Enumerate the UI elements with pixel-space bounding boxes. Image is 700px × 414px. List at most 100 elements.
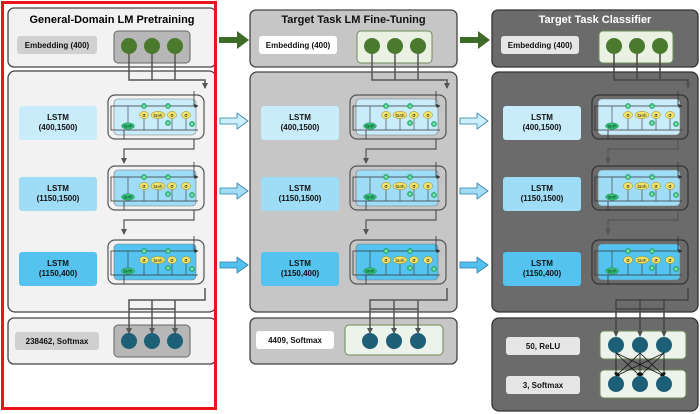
svg-text:tanh: tanh: [153, 258, 163, 263]
svg-text:×: ×: [432, 267, 435, 272]
svg-text:×: ×: [384, 249, 387, 254]
pretraining-highlight-frame: [1, 1, 217, 410]
svg-text:tanh: tanh: [637, 258, 647, 263]
svg-text:σ: σ: [426, 258, 430, 264]
svg-text:tanh: tanh: [123, 195, 133, 200]
svg-text:σ: σ: [384, 184, 388, 190]
svg-text:+: +: [650, 249, 653, 254]
svg-text:σ: σ: [412, 258, 416, 264]
svg-text:tanh: tanh: [365, 269, 375, 274]
svg-text:×: ×: [166, 266, 169, 271]
col3-lstm-label-2: LSTM (1150,1500): [520, 184, 564, 203]
col3-hidden-nodes: [608, 337, 672, 353]
svg-text:+: +: [650, 104, 653, 109]
col1-lstm-label-1: LSTM (400,1500): [38, 113, 78, 132]
svg-text:σ: σ: [626, 258, 630, 264]
svg-text:×: ×: [142, 175, 145, 180]
svg-text:σ: σ: [668, 113, 672, 119]
svg-text:×: ×: [674, 267, 677, 272]
svg-text:tanh: tanh: [607, 195, 617, 200]
col3-output-label: 3, Softmax: [506, 376, 580, 394]
svg-text:tanh: tanh: [395, 258, 405, 263]
svg-text:tanh: tanh: [123, 124, 133, 129]
svg-text:tanh: tanh: [395, 184, 405, 189]
svg-text:×: ×: [626, 175, 629, 180]
col3-lstm-label-1: LSTM (400,1500): [522, 113, 562, 132]
svg-text:σ: σ: [626, 184, 630, 190]
svg-text:σ: σ: [142, 258, 146, 264]
svg-text:+: +: [166, 249, 169, 254]
svg-text:×: ×: [432, 193, 435, 198]
svg-text:×: ×: [190, 193, 193, 198]
col3-embedding-label: Embedding (400): [501, 36, 579, 54]
svg-text:×: ×: [408, 121, 411, 126]
svg-text:+: +: [408, 175, 411, 180]
svg-text:σ: σ: [170, 184, 174, 190]
svg-text:tanh: tanh: [365, 124, 375, 129]
col2-lstm-label-1: LSTM (400,1500): [280, 113, 320, 132]
svg-text:×: ×: [650, 266, 653, 271]
svg-text:σ: σ: [668, 184, 672, 190]
svg-text:×: ×: [166, 121, 169, 126]
svg-text:tanh: tanh: [607, 124, 617, 129]
col3-dense-connections: [614, 352, 666, 377]
svg-text:×: ×: [190, 267, 193, 272]
col2-output-label: 4409, Softmax: [256, 331, 334, 349]
transfer-arrow-2: [460, 31, 490, 49]
svg-text:σ: σ: [170, 113, 174, 119]
svg-text:tanh: tanh: [153, 184, 163, 189]
svg-text:σ: σ: [142, 113, 146, 119]
svg-text:×: ×: [626, 104, 629, 109]
svg-text:×: ×: [626, 249, 629, 254]
lstm-label-boxes: [19, 106, 581, 286]
svg-text:σ: σ: [426, 113, 430, 119]
svg-text:σ: σ: [654, 184, 658, 190]
col1-title: General-Domain LM Pretraining: [29, 14, 195, 26]
col3-lstm-label-3: LSTM (1150,400): [522, 259, 562, 278]
svg-text:tanh: tanh: [395, 113, 405, 118]
svg-text:tanh: tanh: [123, 269, 133, 274]
col1-output-nodes: [121, 333, 183, 349]
svg-text:×: ×: [190, 122, 193, 127]
col1-lstm-label-2: LSTM (1150,1500): [36, 184, 80, 203]
svg-text:tanh: tanh: [153, 113, 163, 118]
svg-text:+: +: [166, 104, 169, 109]
col3-output-nodes: [608, 376, 672, 392]
svg-text:σ: σ: [412, 184, 416, 190]
col2-embedding-nodes: [364, 38, 426, 54]
col2-title: Target Task LM Fine-Tuning: [281, 14, 426, 26]
svg-text:σ: σ: [184, 113, 188, 119]
transfer-arrow-1: [219, 31, 249, 49]
col1-output-connectors: [126, 288, 206, 334]
svg-text:tanh: tanh: [607, 269, 617, 274]
col2-embedding-label: Embedding (400): [259, 36, 337, 54]
svg-text:σ: σ: [384, 258, 388, 264]
col3-embedding-connectors: [613, 54, 691, 89]
svg-text:σ: σ: [184, 258, 188, 264]
svg-text:tanh: tanh: [637, 113, 647, 118]
svg-text:×: ×: [384, 104, 387, 109]
svg-text:×: ×: [384, 175, 387, 180]
svg-text:×: ×: [674, 193, 677, 198]
lstm-transfer-arrows: [219, 112, 489, 274]
svg-text:+: +: [408, 249, 411, 254]
svg-text:σ: σ: [654, 258, 658, 264]
svg-text:σ: σ: [626, 113, 630, 119]
svg-text:σ: σ: [384, 113, 388, 119]
svg-text:σ: σ: [426, 184, 430, 190]
col2-embedding-connectors: [371, 54, 450, 89]
col2-lstm-label-3: LSTM (1150,400): [280, 259, 320, 278]
svg-text:tanh: tanh: [637, 184, 647, 189]
svg-text:×: ×: [674, 122, 677, 127]
col1-embedding-nodes: [121, 38, 183, 54]
col3-hidden-label: 50, ReLU: [506, 337, 580, 355]
col1-lstm-label-3: LSTM (1150,400): [38, 259, 78, 278]
svg-text:σ: σ: [668, 258, 672, 264]
